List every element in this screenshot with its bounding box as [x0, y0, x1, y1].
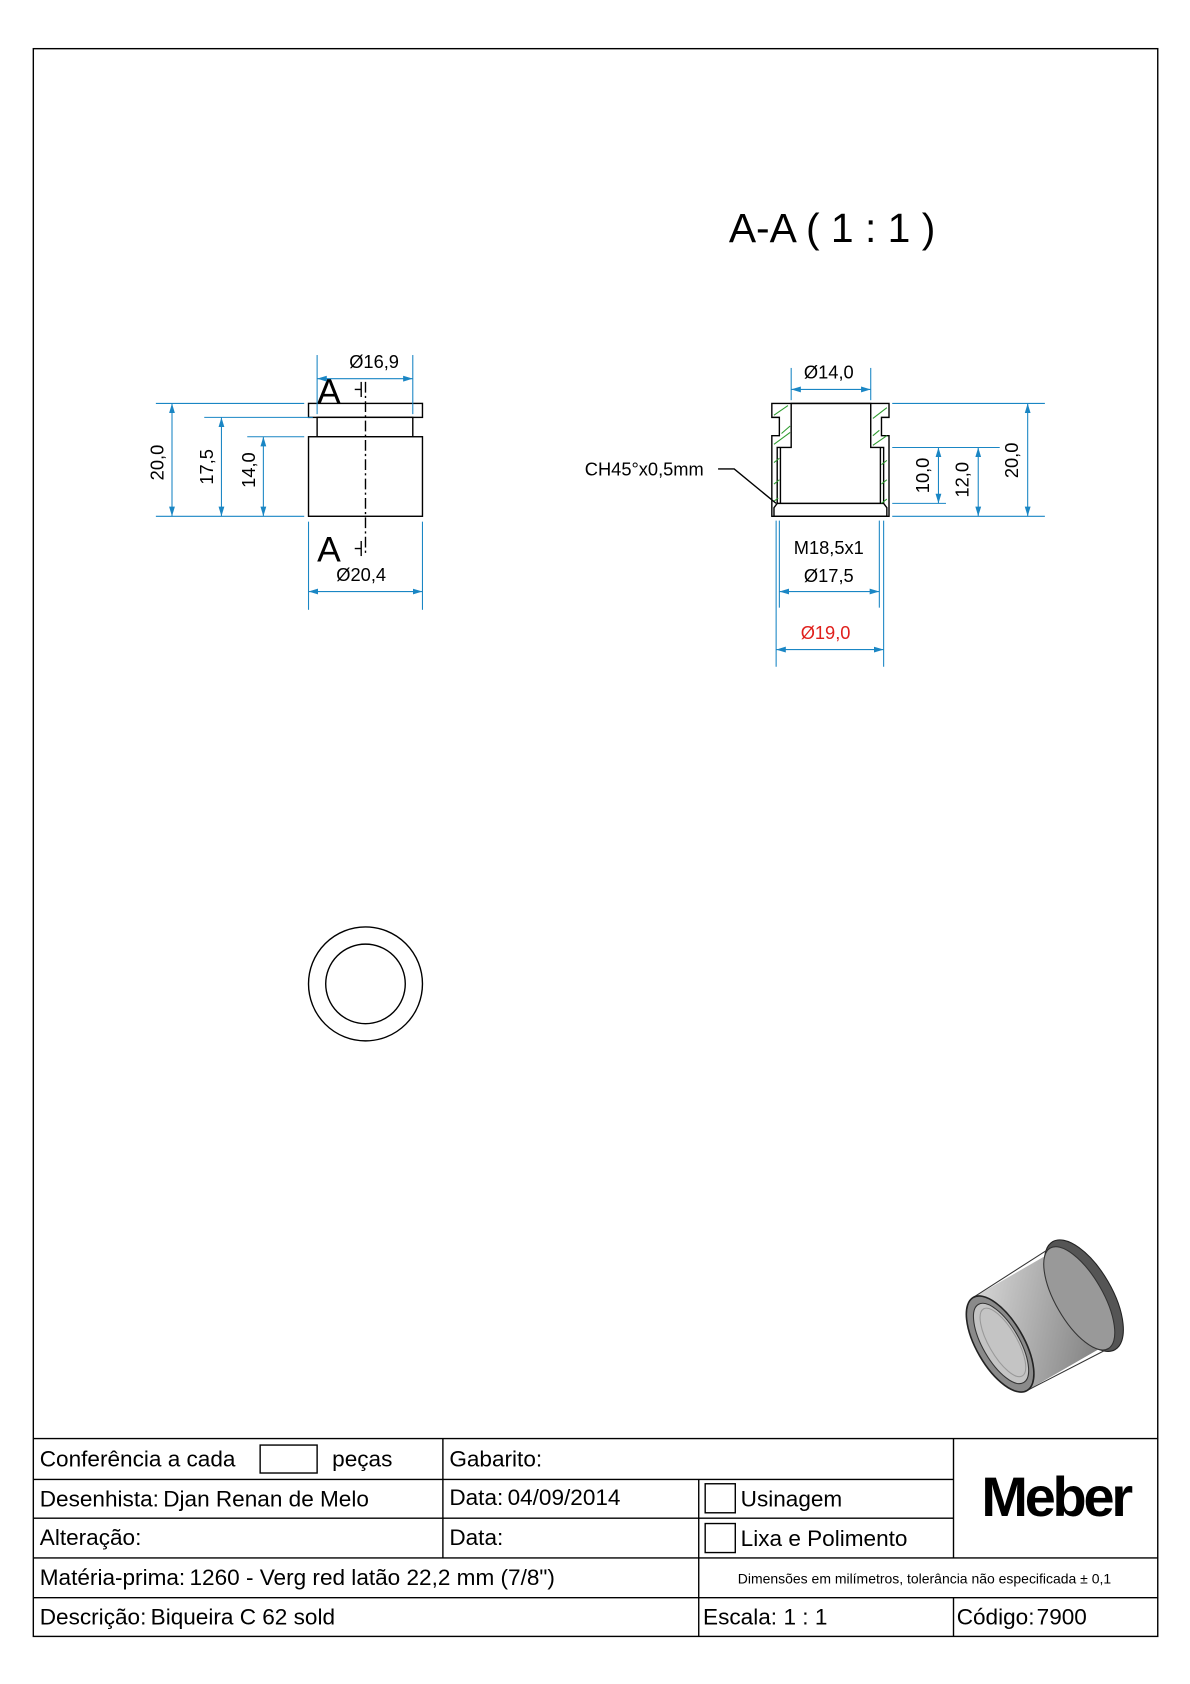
section-title: A-A ( 1 : 1 ): [729, 205, 935, 251]
descricao-field: Descrição:Biqueira C 62 sold: [40, 1605, 335, 1630]
section-mark-bottom: A: [317, 529, 341, 569]
tolerance-note: Dimensões em milímetros, tolerância não …: [738, 1571, 1112, 1587]
dim-thread: M18,5x1: [794, 537, 864, 558]
conferencia-label: Conferência a cada: [40, 1447, 236, 1472]
materia-value: 1260 - Verg red latão 22,2 mm (7/8"): [190, 1565, 555, 1590]
desenhista-value: Djan Renan de Melo: [163, 1486, 369, 1511]
escala-label: Escala:: [703, 1605, 777, 1630]
dim-height-20: 20,0: [146, 445, 167, 481]
data-label: Data:: [449, 1485, 503, 1510]
dim-height-14: 14,0: [238, 452, 259, 488]
lixa-checkbox[interactable]: [704, 1522, 736, 1554]
codigo-field: Código:7900: [957, 1605, 1087, 1630]
codigo-label: Código:: [957, 1605, 1035, 1630]
escala-field: Escala:1 : 1: [703, 1605, 827, 1630]
dim-diameter-16-9: Ø16,9: [349, 351, 399, 372]
descricao-label: Descrição:: [40, 1605, 147, 1630]
escala-value: 1 : 1: [783, 1605, 827, 1630]
section-hatch: [773, 405, 888, 504]
dim-outer-diameter: Ø19,0: [801, 622, 851, 643]
section-mark-top: A: [317, 371, 341, 411]
lixa-label: Lixa e Polimento: [741, 1526, 908, 1551]
data2-label: Data:: [449, 1525, 503, 1550]
data-value: 04/09/2014: [508, 1485, 621, 1510]
alteracao-label: Alteração:: [40, 1525, 142, 1550]
conferencia-count-box[interactable]: [259, 1444, 318, 1474]
desenhista-label: Desenhista:: [40, 1486, 159, 1511]
front-view: A A 20,0 17,5 14,0 Ø16,9 Ø20,4: [146, 351, 424, 610]
materia-field: Matéria-prima:1260 - Verg red latão 22,2…: [40, 1565, 555, 1590]
dim-section-height-10: 10,0: [912, 458, 933, 494]
materia-label: Matéria-prima:: [40, 1565, 185, 1590]
top-view: [307, 926, 424, 1042]
chamfer-note: CH45°x0,5mm: [585, 458, 704, 479]
desenhista-field: Desenhista:Djan Renan de Melo: [40, 1486, 369, 1511]
title-block: Conferência a cada peças Gabarito: Desen…: [33, 1437, 1158, 1637]
data-field: Data:04/09/2014: [449, 1485, 620, 1510]
dim-thread-diameter: Ø17,5: [804, 565, 854, 586]
pecas-label: peças: [332, 1447, 392, 1472]
descricao-value: Biqueira C 62 sold: [151, 1605, 335, 1630]
isometric-3d-view: [965, 1239, 1124, 1393]
dim-section-height-12: 12,0: [952, 462, 973, 498]
dim-height-17-5: 17,5: [196, 449, 217, 485]
dim-diameter-20-4: Ø20,4: [336, 564, 386, 585]
logo: Meber: [981, 1465, 1132, 1528]
section-view: Ø14,0 20,0 12,0 10,0 M18,5x1 Ø17,5 Ø19,0…: [585, 362, 1045, 667]
usinagem-checkbox[interactable]: [704, 1483, 736, 1514]
codigo-value: 7900: [1037, 1605, 1087, 1630]
gabarito-label: Gabarito:: [449, 1447, 542, 1472]
dim-section-height-20: 20,0: [1001, 443, 1022, 479]
sheet-border: [32, 47, 1159, 1638]
dim-bore-diameter: Ø14,0: [804, 362, 854, 383]
usinagem-label: Usinagem: [741, 1486, 843, 1511]
